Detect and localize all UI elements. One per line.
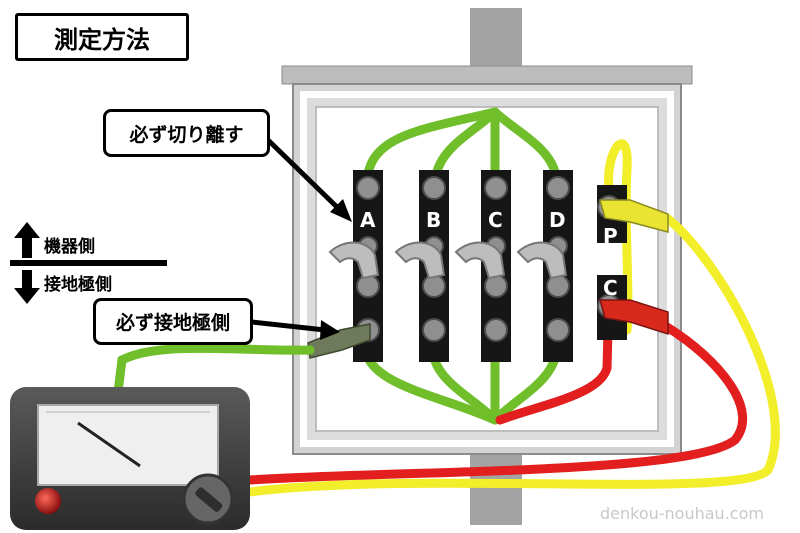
equipment-side-label: 機器側	[44, 237, 95, 257]
disconnect-arrow	[266, 138, 342, 212]
probe-label-c: C	[603, 276, 618, 300]
page-title: 測定方法	[15, 13, 189, 61]
earth-tester	[10, 387, 250, 530]
yellow-wire	[245, 139, 780, 497]
probe-clips	[307, 199, 669, 359]
meter-needle	[77, 421, 141, 468]
red-wire	[245, 322, 748, 485]
pole-top	[470, 8, 522, 70]
ground-electrode-side-label: 接地極側	[44, 275, 112, 295]
disconnect-links	[328, 241, 568, 280]
down-arrow-icon	[14, 270, 40, 304]
watermark: denkou-nouhau.com	[600, 504, 764, 523]
terminal-label-d: D	[549, 208, 566, 232]
ground-side-arrow	[251, 319, 326, 333]
indicator-lamp	[35, 488, 61, 514]
meter-ground-lead	[113, 343, 315, 397]
terminal-label-b: B	[426, 208, 442, 232]
terminal-label-a: A	[360, 208, 376, 232]
ground-side-callout: 必ず接地極側	[93, 298, 253, 345]
terminal-label-c: C	[488, 208, 503, 232]
up-arrow-icon	[14, 222, 40, 258]
disconnect-callout: 必ず切り離す	[103, 109, 270, 157]
probe-label-p: P	[603, 224, 618, 248]
